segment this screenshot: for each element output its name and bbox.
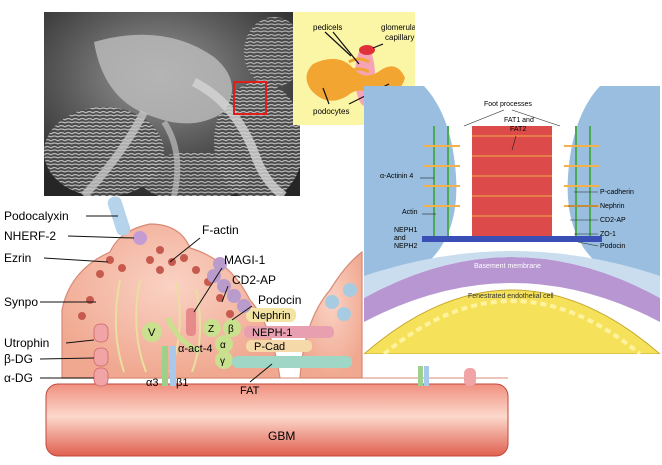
label-beta1: β1 xyxy=(176,377,188,389)
podocalyxin-shape xyxy=(107,196,131,236)
detail-fat1-line1: FAT1 and xyxy=(504,117,534,124)
glomerular-label: glomerular xyxy=(381,23,415,32)
detail-podocin: Podocin xyxy=(600,243,625,250)
label-z: Z xyxy=(208,324,214,335)
vinculin-shape xyxy=(142,322,162,342)
foot-process-diagram: Podocalyxin NHERF-2 Ezrin Synpo Utrophin… xyxy=(0,190,662,460)
podocytes-label: podocytes xyxy=(313,107,349,116)
label-alpha3: α3 xyxy=(146,377,158,389)
detail-neph1-line2: and xyxy=(394,235,406,242)
dg-beads xyxy=(93,323,109,387)
gbm-bar xyxy=(45,383,509,457)
label-beta-dg: β-DG xyxy=(4,352,33,366)
label-podocin: Podocin xyxy=(258,293,301,307)
label-pcad: P-Cad xyxy=(254,341,285,353)
label-cd2ap: CD2-AP xyxy=(232,273,276,287)
foot-process-left-detail xyxy=(364,86,457,280)
label-ezrin: Ezrin xyxy=(4,251,31,265)
pcad-bar xyxy=(246,340,312,352)
actin-bundle xyxy=(472,126,552,236)
endothelial-layer xyxy=(362,289,662,355)
detail-zo1: ZO-1 xyxy=(600,231,616,238)
label-fat: FAT xyxy=(240,385,260,397)
label-alpha-dg: α-DG xyxy=(4,371,33,385)
label-gbm: GBM xyxy=(268,429,295,443)
detail-alpha-actinin: α-Actinin 4 xyxy=(380,173,413,180)
basement-membrane xyxy=(364,257,660,322)
detail-nephrin: Nephrin xyxy=(600,203,625,210)
highlight-box xyxy=(233,81,267,115)
label-v: V xyxy=(148,327,156,339)
label-synpo: Synpo xyxy=(4,295,38,309)
integrin-beta1 xyxy=(170,346,176,386)
label-magi1: MAGI-1 xyxy=(224,253,266,267)
detail-actin: Actin xyxy=(402,209,418,216)
capillary-icon xyxy=(359,45,375,55)
detail-pcadherin: P-cadherin xyxy=(600,189,634,196)
label-utrophin: Utrophin xyxy=(4,336,49,350)
sem-micrograph xyxy=(44,12,300,196)
fat-bar xyxy=(232,356,352,368)
label-gamma: γ xyxy=(220,356,225,367)
label-neph1: NEPH-1 xyxy=(252,327,292,339)
sem-image xyxy=(44,12,300,196)
label-beta: β xyxy=(228,324,234,335)
integrin-alpha3 xyxy=(162,346,168,386)
neph1-bar xyxy=(244,326,334,338)
detail-basement-membrane: Basement membrane xyxy=(474,263,541,270)
slit-diaphragm-detail: Foot processes FAT1 and FAT2 α-Actinin 4… xyxy=(362,86,662,356)
label-nherf2: NHERF-2 xyxy=(4,229,56,243)
nephrin-bar xyxy=(246,308,296,322)
detail-neph1-line1: NEPH1 xyxy=(394,227,417,234)
label-podocalyxin: Podocalyxin xyxy=(4,209,69,223)
foot-process-right-detail xyxy=(567,86,660,280)
label-alpha: α xyxy=(220,340,226,351)
label-nephrin: Nephrin xyxy=(252,310,291,322)
detail-endothelial: Fenestrated endothelial cell xyxy=(468,293,554,300)
pedicels-label: pedicels xyxy=(313,23,342,32)
detail-fat1-line2: FAT2 xyxy=(510,126,526,133)
label-alpha-act4: α-act-4 xyxy=(178,343,212,355)
detail-foot-processes: Foot processes xyxy=(484,101,532,108)
detail-cd2ap: CD2-AP xyxy=(600,217,626,224)
detail-neph1-line3: NEPH2 xyxy=(394,243,417,250)
label-f-actin: F-actin xyxy=(202,223,239,237)
nherf2-shape xyxy=(133,231,147,245)
capillary-label: capillary xyxy=(385,33,414,42)
actin-dots xyxy=(78,246,234,320)
